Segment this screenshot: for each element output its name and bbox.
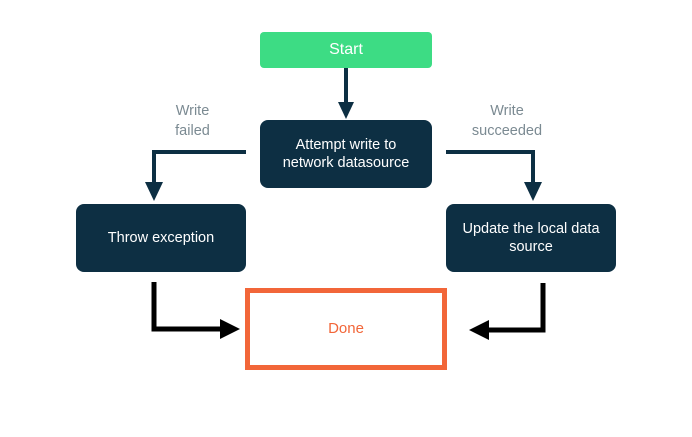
edge-label-write-succeeded: Write succeeded <box>471 103 543 139</box>
edge-update-to-done <box>469 283 546 340</box>
edge-start-to-attempt <box>338 68 354 119</box>
node-update-local-data-source[interactable]: Update the local data source <box>446 204 616 272</box>
edge-attempt-to-update <box>446 150 542 201</box>
edge-throw-to-done <box>151 282 240 339</box>
node-attempt-write[interactable]: Attempt write to network datasource <box>260 120 432 188</box>
node-start[interactable]: Start <box>260 32 432 68</box>
node-done[interactable]: Done <box>245 288 447 370</box>
edge-label-write-failed: Write failed <box>175 103 210 139</box>
edge-attempt-to-throw <box>145 150 246 201</box>
node-throw-exception[interactable]: Throw exception <box>76 204 246 272</box>
